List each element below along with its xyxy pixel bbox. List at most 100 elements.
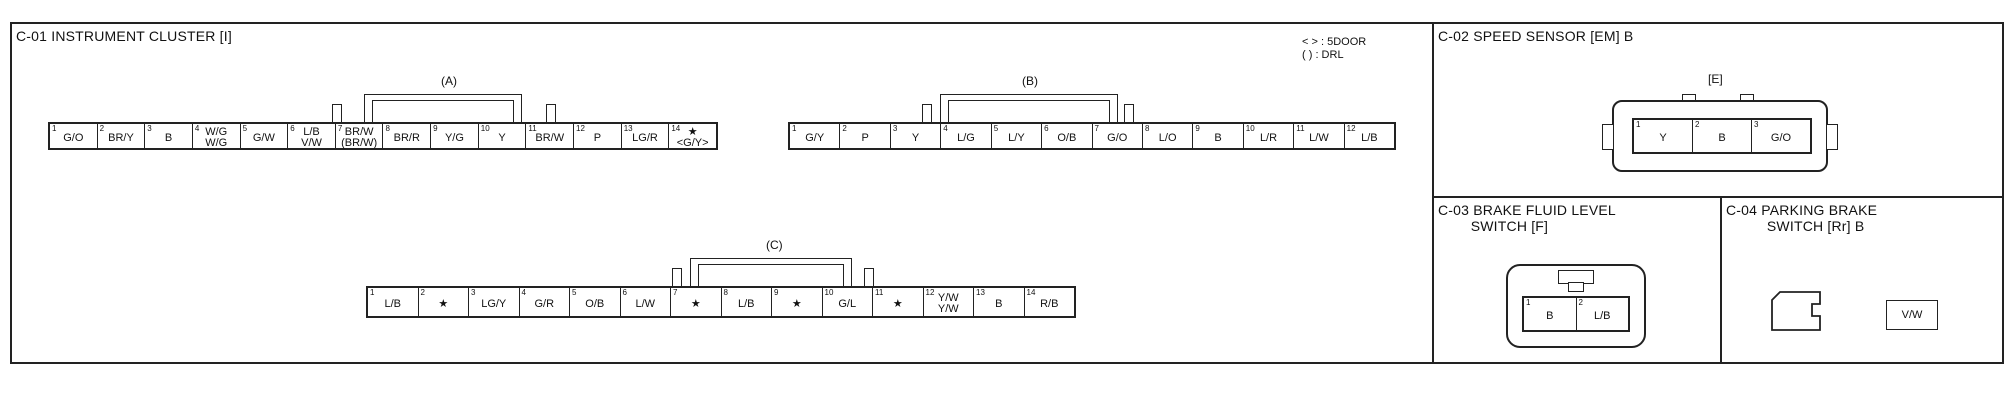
pin-number: 14 [1026, 288, 1036, 297]
pin-number: 7 [1094, 124, 1099, 133]
wire-color: Y [911, 131, 920, 144]
connector-a-label: (A) [441, 74, 457, 88]
wire-color: G/R [534, 297, 555, 310]
connector-c-key-right [864, 268, 874, 288]
pin-number: 2 [1578, 298, 1583, 307]
c04-title: C-04 PARKING BRAKE SWITCH [Rr] B [1726, 202, 1878, 234]
pin-number: 9 [774, 288, 779, 297]
pin-number: 3 [147, 124, 152, 133]
c01-title: C-01 INSTRUMENT CLUSTER [I] [16, 28, 232, 44]
pin-number: 13 [623, 124, 633, 133]
wire-color: G/W [252, 131, 275, 144]
pin-number: 11 [1296, 124, 1305, 133]
wire-color: B [1546, 309, 1554, 322]
c02-connector-label: [E] [1708, 72, 1723, 86]
pin-number: 9 [433, 124, 438, 133]
pin-number: 8 [385, 124, 390, 133]
wire-color: G/L [838, 297, 857, 310]
wire-color: B [164, 131, 173, 144]
pin-number: 1 [1636, 120, 1641, 129]
c02-title: C-02 SPEED SENSOR [EM] B [1438, 28, 1634, 44]
wire-color: Y/W Y/W [937, 292, 959, 315]
wire-color: L/W [635, 297, 656, 310]
pin-number: 1 [792, 124, 797, 133]
wire-color: G/O [63, 131, 84, 144]
c02-ear-right [1826, 124, 1838, 150]
pin-number: 6 [290, 124, 295, 133]
pin-number: 12 [576, 124, 585, 133]
pin-number: 13 [976, 288, 985, 297]
connector-c-latch-inner [698, 264, 844, 288]
wire-color: W/G W/G [205, 126, 228, 149]
wire-color: BR/W (BR/W) [341, 126, 378, 149]
wire-color: ★ [690, 297, 701, 310]
wire-color: ★ [438, 297, 449, 310]
pin-number: 12 [1346, 124, 1356, 133]
connector-a-pin-14: 14★ <G/Y> [669, 124, 716, 149]
pin-number: 8 [1144, 124, 1150, 133]
wire-color: Y/G [444, 131, 464, 144]
wire-color: BR/W [535, 131, 565, 144]
connector-a-key-right [546, 104, 556, 124]
wire-color: O/B [1057, 131, 1077, 144]
connector-b-latch-inner [948, 100, 1110, 124]
pin-number: 10 [824, 288, 834, 297]
c04-wire-color: V/W [1901, 309, 1923, 321]
connector-b-key-left [922, 104, 932, 124]
wire-color: Y [1659, 131, 1667, 144]
connector-c-pin-11: 11★ [873, 288, 924, 316]
wire-color: L/G [957, 131, 975, 144]
pin-number: 9 [1195, 124, 1200, 133]
pin-number: 7 [337, 124, 343, 133]
connector-a-key-left [332, 104, 342, 124]
connector-c-label: (C) [766, 238, 783, 252]
pin-number: 1 [52, 124, 57, 133]
pin-number: 4 [194, 124, 200, 133]
pin-number: 5 [242, 124, 248, 133]
wire-color: LG/R [632, 131, 658, 144]
connector-c-key-left [672, 268, 682, 288]
wire-color: L/B [1361, 131, 1378, 144]
wire-color: ★ <G/Y> [676, 126, 709, 149]
wire-color: O/B [585, 297, 605, 310]
wire-color: G/Y [805, 131, 825, 144]
wire-color: B [1214, 131, 1222, 144]
pin-number: 6 [1044, 124, 1049, 133]
pin-number: 8 [723, 288, 728, 297]
pin-number: 3 [1754, 120, 1759, 129]
wire-color: L/Y [1008, 131, 1025, 144]
wire-color: ★ [791, 297, 802, 310]
connector-c-pin-2: 2★ [419, 288, 469, 316]
wire-color: L/B [1593, 309, 1611, 322]
pin-number: 11 [528, 124, 537, 133]
c04-panel [1720, 196, 2004, 364]
c04-connector: V/W [1886, 300, 1938, 330]
pin-number: 1 [1526, 298, 1531, 307]
connector-c-pin-9: 9★ [772, 288, 823, 316]
pin-number: 4 [943, 124, 948, 133]
wire-color: L/B V/W [301, 126, 322, 149]
connector-c-pin-7: 7★ [671, 288, 722, 316]
connector-a-pin-4: 4 W/G W/G [193, 124, 241, 149]
c04-switch-terminal-icon [1771, 291, 1821, 331]
wire-color: ★ [892, 297, 903, 310]
